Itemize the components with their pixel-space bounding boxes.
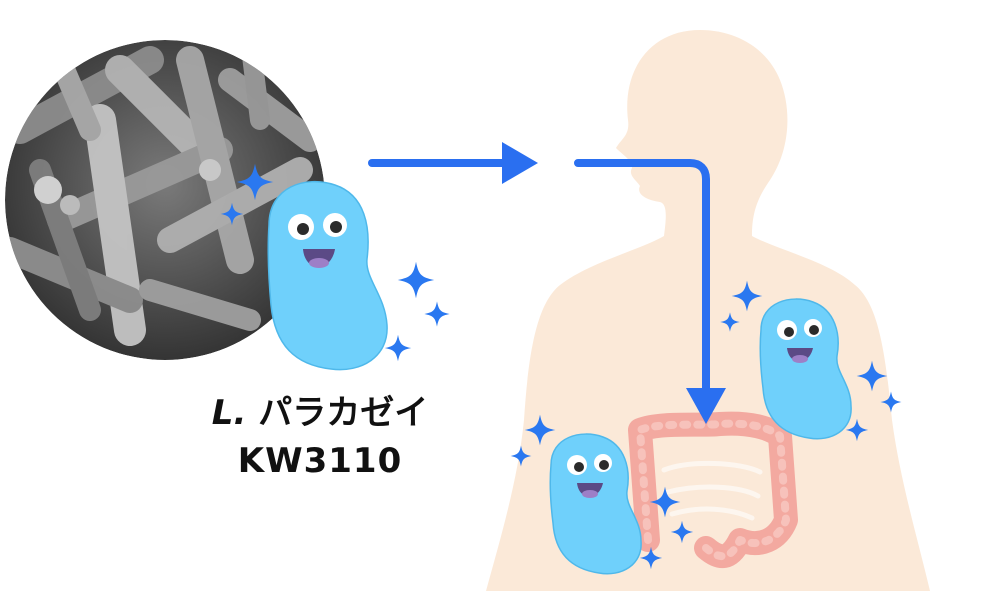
arrow-right-icon <box>372 142 538 184</box>
bacteria-character-main <box>268 182 387 370</box>
species-name: パラカゼイ <box>258 393 428 433</box>
species-abbrev: L. <box>212 393 247 433</box>
caption-species: L. パラカゼイ <box>190 392 450 435</box>
caption-strain: KW3110 <box>190 440 450 483</box>
